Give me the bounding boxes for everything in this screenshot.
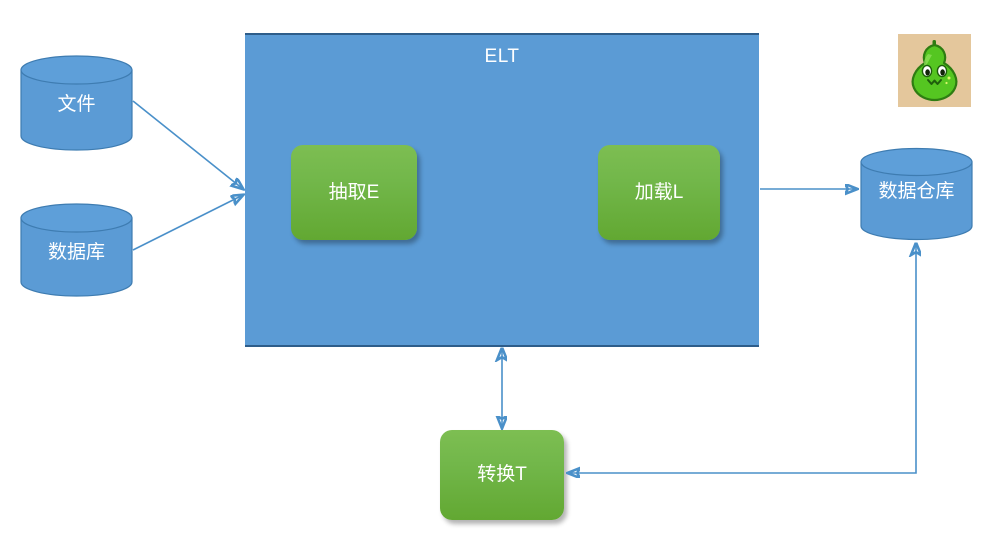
process-box-transform-label: 转换T [477,464,527,485]
process-box-load-label: 加载L [634,181,684,203]
process-box-transform[interactable]: 转换T [440,430,564,520]
target-cylinder-warehouse[interactable]: 数据仓库 [860,147,973,241]
cylinder-shape-icon [860,147,973,241]
process-box-load[interactable]: 加载L [598,145,720,240]
connector-file-to-elt [132,100,243,189]
connector-database-to-elt [132,195,243,251]
gourd-mascot-icon [898,34,971,107]
elt-container-title: ELT [484,46,520,67]
cylinder-shape-icon [20,203,133,297]
process-box-extract[interactable]: 抽取E [291,145,417,240]
source-cylinder-file[interactable]: 文件 [20,55,133,151]
source-cylinder-database[interactable]: 数据库 [20,203,133,297]
cylinder-shape-icon [20,55,133,151]
process-box-extract-label: 抽取E [328,181,380,203]
